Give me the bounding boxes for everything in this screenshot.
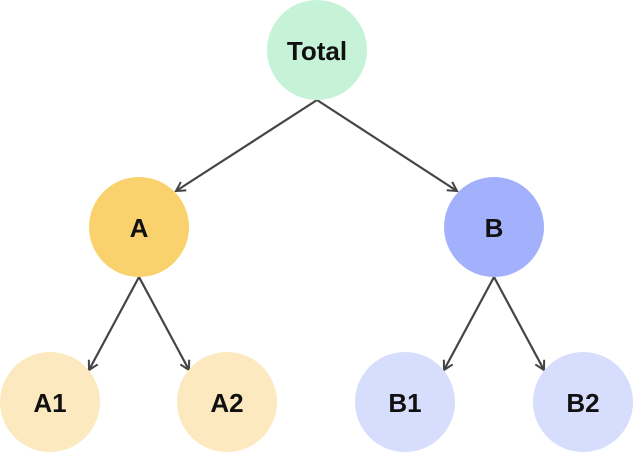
node-total-label: Total <box>287 36 347 66</box>
node-total-circle <box>267 0 367 100</box>
node-b2: B2 <box>533 352 633 452</box>
node-b1-label: B1 <box>388 388 421 418</box>
node-b: B <box>444 177 544 277</box>
node-a-circle <box>89 177 189 277</box>
node-b2-label: B2 <box>566 388 599 418</box>
edge-total-to-b <box>316 99 457 191</box>
node-a1: A1 <box>0 352 100 452</box>
node-b-label: B <box>485 213 504 243</box>
node-a1-label: A1 <box>33 388 66 418</box>
edge-b-to-b1 <box>444 276 495 370</box>
node-total: Total <box>267 0 367 100</box>
edges-group <box>89 99 544 370</box>
edge-total-to-a <box>176 99 318 191</box>
edge-b-to-b2 <box>493 276 544 370</box>
node-a: A <box>89 177 189 277</box>
node-a1-circle <box>0 352 100 452</box>
node-a-label: A <box>130 213 149 243</box>
node-a2: A2 <box>177 352 277 452</box>
node-b-circle <box>444 177 544 277</box>
edge-a-to-a2 <box>138 276 189 370</box>
node-a2-circle <box>177 352 277 452</box>
edge-a-to-a1 <box>89 276 140 370</box>
node-b2-circle <box>533 352 633 452</box>
node-a2-label: A2 <box>210 388 243 418</box>
node-b1-circle <box>355 352 455 452</box>
node-b1: B1 <box>355 352 455 452</box>
